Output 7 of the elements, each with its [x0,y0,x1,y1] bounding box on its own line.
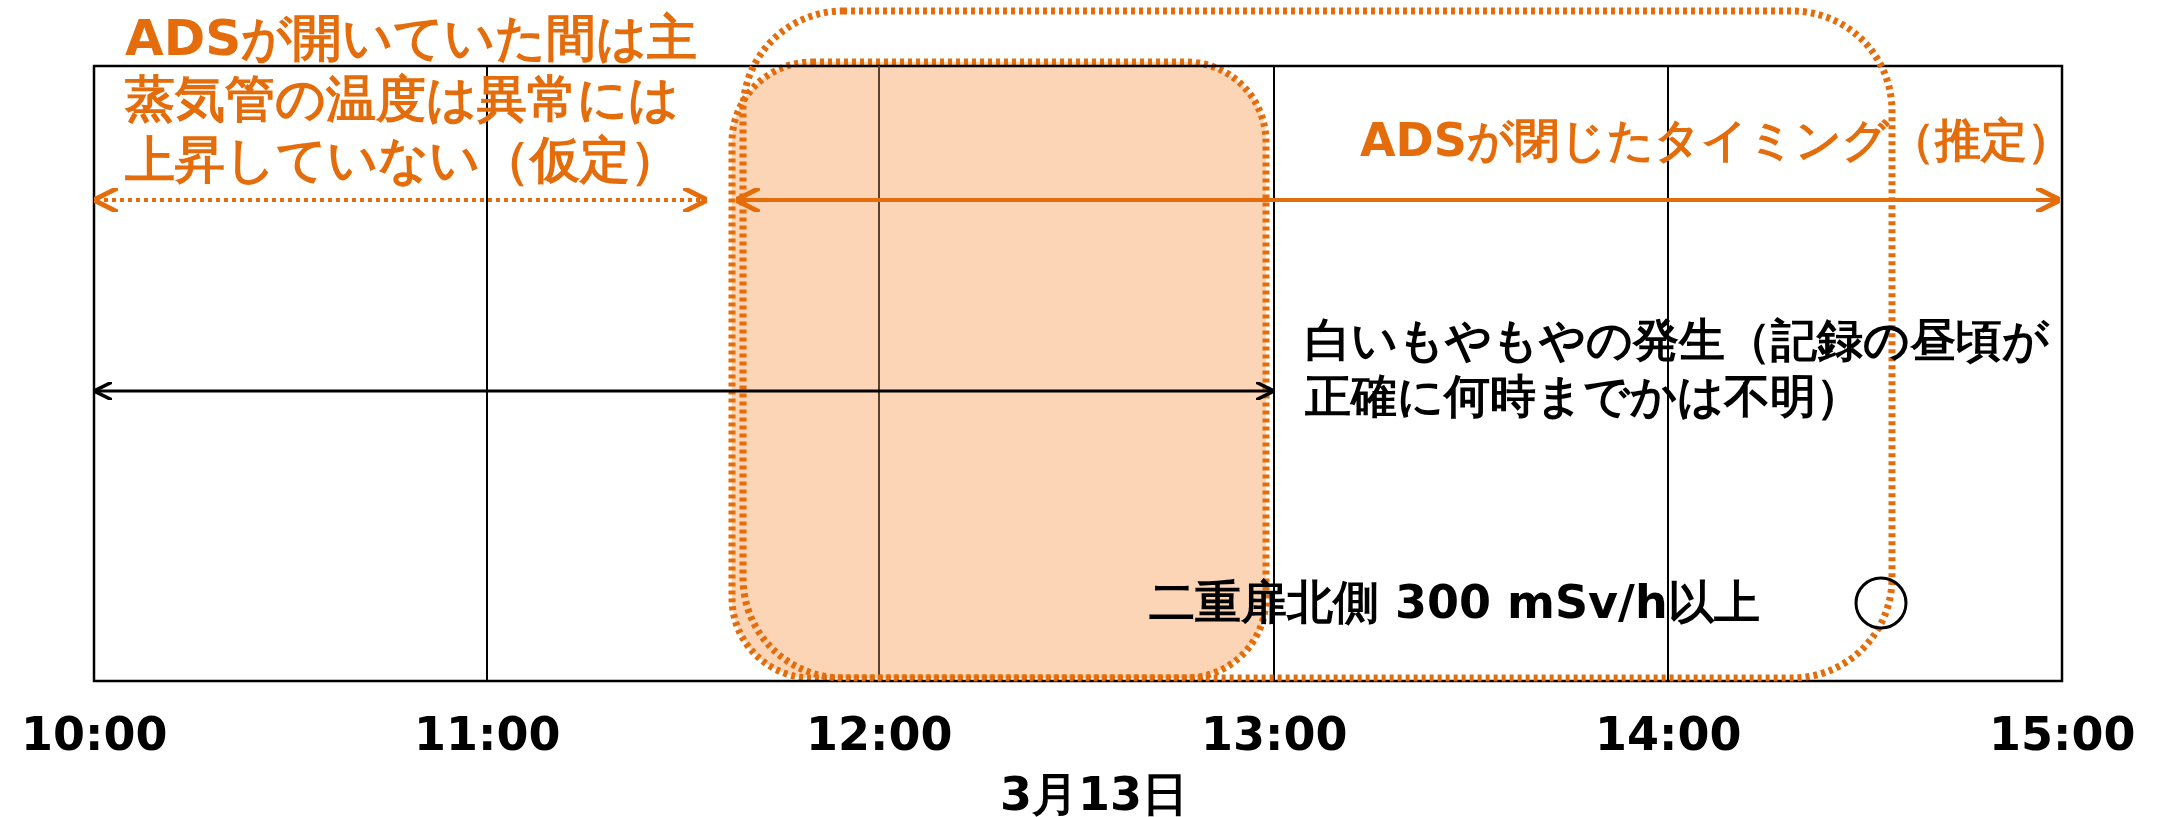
time-label: 13:00 [1201,706,1348,763]
time-label: 14:00 [1595,706,1742,763]
time-label: 15:00 [1989,706,2136,763]
time-label: 10:00 [21,706,168,763]
time-label: 11:00 [414,706,561,763]
time-label: 12:00 [806,706,953,763]
date-label: 3月13日 [1000,766,1189,817]
